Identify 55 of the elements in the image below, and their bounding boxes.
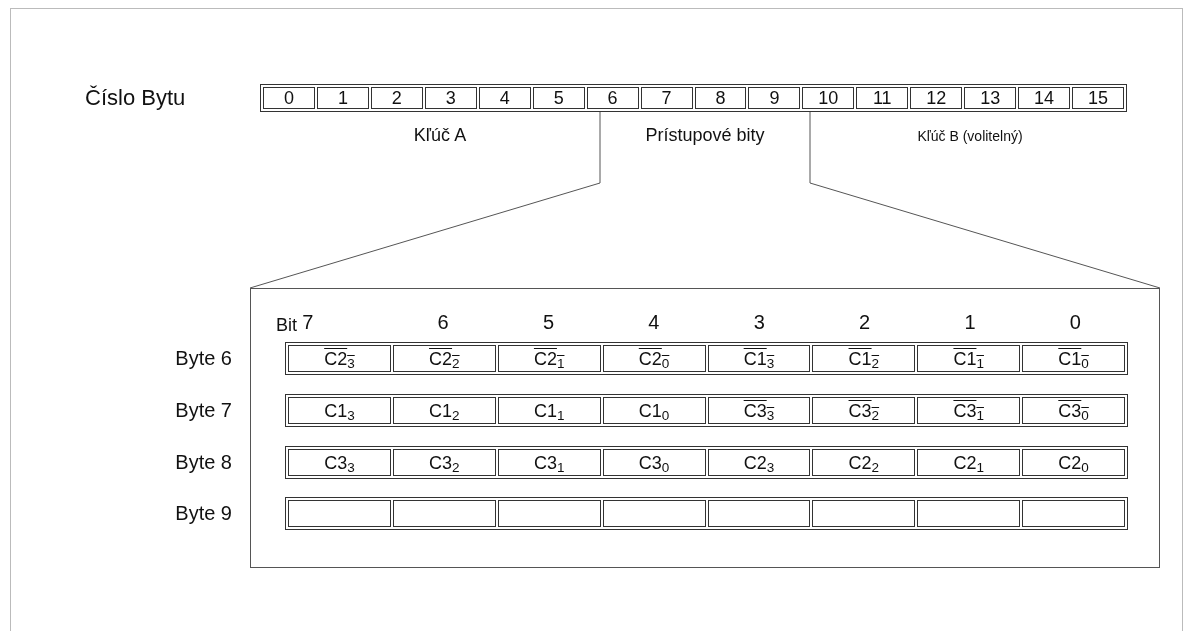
bit-cell: C1$_{2}$ <box>392 397 496 424</box>
byte-number-cell: 6 <box>586 87 639 109</box>
row-label: Byte 7 <box>174 398 232 423</box>
bit-cell: C2$_{0}$ <box>1022 449 1125 476</box>
byte-number-cell: 12 <box>910 87 963 109</box>
byte-number-cell: 9 <box>748 87 801 109</box>
byte-number-cell: 4 <box>478 87 531 109</box>
bit-number: 5 <box>541 310 555 334</box>
bit-number: 6 <box>436 310 450 334</box>
bit-cell: C2$_{3}$ <box>288 345 391 372</box>
bit-cell: C2$_{2}$ <box>392 345 496 372</box>
bit-cell: C2$_{0}$ <box>602 345 706 372</box>
bit-cell: C1$_{1}$ <box>497 397 601 424</box>
bit-number: 2 <box>858 310 872 334</box>
byte-number-cell: 3 <box>424 87 477 109</box>
row-label: Byte 8 <box>174 450 232 475</box>
byte-number-cell: 2 <box>370 87 423 109</box>
bit-cell: C3$_{1}$ <box>917 397 1021 424</box>
byte-number-cell: 0 <box>263 87 315 109</box>
bit-cell: C3$_{0}$ <box>1022 397 1125 424</box>
bit-cell: C1$_{0}$ <box>602 397 706 424</box>
byte-number-cell: 1 <box>316 87 369 109</box>
row-label: Byte 9 <box>174 501 232 526</box>
range-label: Kľúč A <box>412 124 468 146</box>
bit-cell: C2$_{1}$ <box>497 345 601 372</box>
byte-number-cell: 7 <box>640 87 693 109</box>
bit-cell: C3$_{3}$ <box>288 449 391 476</box>
bit-number: 3 <box>752 310 766 334</box>
bit-cell: C3$_{2}$ <box>392 449 496 476</box>
bit-cell: C1$_{0}$ <box>1022 345 1125 372</box>
bit-cell: C2$_{3}$ <box>707 449 811 476</box>
bit-cell: C1$_{3}$ <box>288 397 391 424</box>
bit-cell: C1$_{2}$ <box>812 345 916 372</box>
bit-cell: C3$_{2}$ <box>812 397 916 424</box>
byte-number-cell: 11 <box>856 87 909 109</box>
bit-cell: C1$_{3}$ <box>707 345 811 372</box>
range-label: Kľúč B (volitelný) <box>916 127 1024 145</box>
bit-cell: C2$_{2}$ <box>812 449 916 476</box>
bit-number: 1 <box>963 310 977 334</box>
byte-number-cell: 15 <box>1072 87 1124 109</box>
bit-cell: C2$_{1}$ <box>917 449 1021 476</box>
byte-number-cell: 5 <box>532 87 585 109</box>
byte-number-cell: 14 <box>1018 87 1071 109</box>
bit-number: 4 <box>647 310 661 334</box>
bit-cell: C3$_{0}$ <box>602 449 706 476</box>
bit-number: 0 <box>1068 310 1082 334</box>
column-label: Bit <box>276 314 297 336</box>
row-label: Byte 6 <box>174 346 232 371</box>
bit-cell: C3$_{1}$ <box>497 449 601 476</box>
byte-number-cell: 8 <box>694 87 747 109</box>
byte-number-cell: 10 <box>802 87 855 109</box>
bit-cell: C3$_{3}$ <box>707 397 811 424</box>
byte-number-cell: 13 <box>964 87 1017 109</box>
bit-cell: C1$_{1}$ <box>917 345 1021 372</box>
row-label: Číslo Bytu <box>85 84 186 112</box>
